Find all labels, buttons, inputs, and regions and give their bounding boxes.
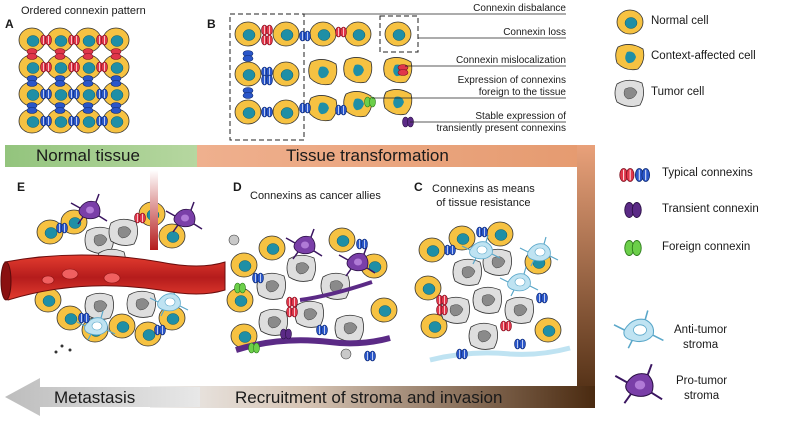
panel-e-letter: E: [17, 180, 26, 194]
legend-pro-tumor-stroma-label: Pro-tumor stroma: [676, 375, 728, 402]
panel-d-letter: D: [233, 180, 242, 194]
panel-c-title: Connexins as means of tissue resistance: [432, 183, 535, 209]
panel-a-cell-grid: [18, 27, 130, 134]
panel-d-title: Connexins as cancer allies: [250, 190, 381, 202]
label-connexin-loss: Connexin loss: [503, 27, 566, 38]
metastasis-arrow: [5, 378, 200, 416]
legend-icons: [613, 9, 665, 405]
legend-transient-connexin-label: Transient connexin: [662, 203, 759, 215]
panel-c-illustration: [414, 221, 571, 363]
legend-normal-cell-label: Normal cell: [651, 15, 709, 27]
panel-b-illustration: [229, 13, 566, 141]
typical-connexins-icon: [619, 168, 651, 182]
anti-tumor-stroma-icon: [613, 309, 665, 349]
panel-d-illustration: [226, 227, 398, 362]
transient-connexin-icon: [624, 202, 642, 218]
label-foreign-connexins: Expression of connexins foreign to the t…: [457, 75, 566, 98]
normal-tissue-band: [5, 145, 197, 167]
label-connexin-mislocalization: Connexin mislocalization: [455, 55, 566, 66]
progression-side-bar: [577, 145, 595, 407]
label-transient-connexins: Stable expression of transiently present…: [436, 111, 566, 134]
legend-tumor-cell-label: Tumor cell: [651, 86, 705, 98]
recruitment-band: [150, 386, 595, 408]
tissue-transformation-label: Tissue transformation: [286, 146, 449, 165]
legend-anti-tumor-stroma-label: Anti-tumor stroma: [674, 324, 728, 351]
pro-tumor-stroma-icon: [614, 363, 664, 405]
panel-c-letter: C: [414, 180, 423, 194]
tumor-cell-icon: [614, 79, 644, 107]
panel-b-letter: B: [207, 17, 216, 31]
foreign-connexin-icon: [624, 240, 642, 256]
context-affected-cell-icon: [615, 43, 645, 71]
panel-e-illustration: [0, 170, 226, 354]
label-connexin-disbalance: Connexin disbalance: [473, 3, 566, 14]
normal-cell-icon: [616, 9, 644, 35]
legend-typical-connexins-label: Typical connexins: [662, 167, 753, 179]
recruitment-label: Recruitment of stroma and invasion: [235, 388, 503, 407]
tissue-transformation-band: [197, 145, 595, 167]
normal-tissue-label: Normal tissue: [36, 146, 140, 165]
panel-a-title: Ordered connexin pattern: [21, 5, 146, 17]
metastasis-label: Metastasis: [54, 388, 136, 407]
legend-context-cell-label: Context-affected cell: [651, 50, 756, 62]
legend-foreign-connexin-label: Foreign connexin: [662, 241, 751, 253]
panel-a-letter: A: [5, 17, 14, 31]
